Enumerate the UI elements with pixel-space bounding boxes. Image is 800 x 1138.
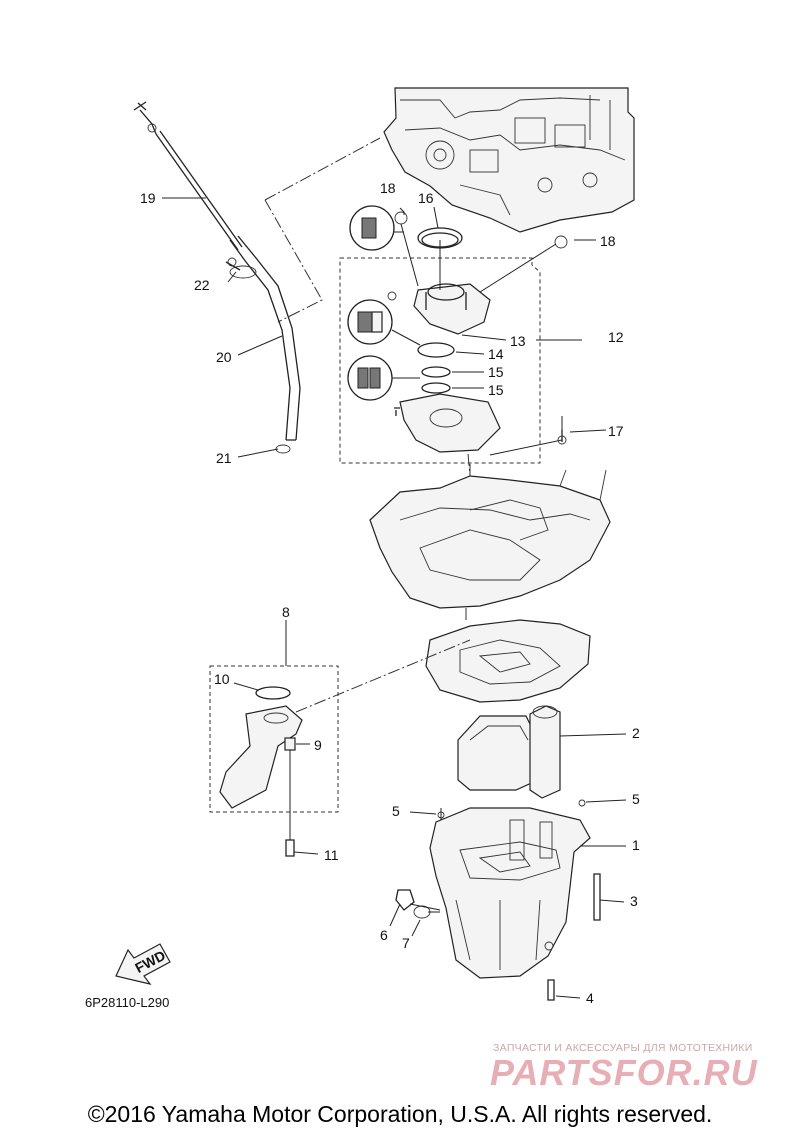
callout-11: 11 (324, 847, 339, 863)
callout-10: 10 (214, 671, 230, 687)
callout-16: 16 (418, 190, 434, 206)
callout-5-right: 5 (632, 791, 640, 807)
callout-7: 7 (402, 935, 410, 951)
muffler-insert (457, 705, 561, 799)
callout-18-left: 18 (380, 180, 396, 196)
callout-21: 21 (216, 450, 232, 466)
callout-15-lower: 15 (488, 382, 504, 398)
callout-13: 13 (510, 333, 526, 349)
dipstick-assembly (133, 101, 381, 454)
callout-6: 6 (380, 927, 388, 943)
callout-18-right: 18 (600, 233, 616, 249)
oil-pan (395, 799, 601, 1001)
copyright-notice: ©2016 Yamaha Motor Corporation, U.S.A. A… (87, 1101, 713, 1127)
detail-bubbles (347, 205, 421, 401)
oil-strainer-group (209, 639, 471, 857)
oil-pan-upper-case (369, 462, 611, 703)
callout-19: 19 (140, 190, 156, 206)
fwd-arrow-icon: FWD (115, 943, 171, 985)
leader-lines (162, 197, 627, 999)
callout-2: 2 (632, 725, 640, 741)
callout-20: 20 (216, 349, 232, 365)
watermark-brand: PARTSFOR.RU (490, 1052, 758, 1093)
callout-3: 3 (630, 893, 638, 909)
callout-12: 12 (608, 329, 624, 345)
callout-14: 14 (488, 346, 504, 362)
engine-block (383, 87, 635, 233)
callout-22: 22 (194, 277, 210, 293)
callout-5-left: 5 (392, 803, 400, 819)
exhaust-guide-group (339, 211, 568, 477)
callout-15-upper: 15 (488, 364, 504, 380)
callout-1: 1 (632, 837, 640, 853)
callout-labels: 1 2 3 4 5 5 6 7 8 9 10 11 12 13 14 15 15… (140, 180, 640, 1006)
callout-4: 4 (586, 990, 594, 1006)
callout-8: 8 (282, 604, 290, 620)
callout-9: 9 (314, 737, 322, 753)
callout-17: 17 (608, 423, 624, 439)
watermark-subtitle: ЗАПЧАСТИ И АКСЕССУАРЫ ДЛЯ МОТОТЕХНИКИ (493, 1042, 753, 1054)
diagram-code: 6P28110-L290 (85, 995, 170, 1010)
